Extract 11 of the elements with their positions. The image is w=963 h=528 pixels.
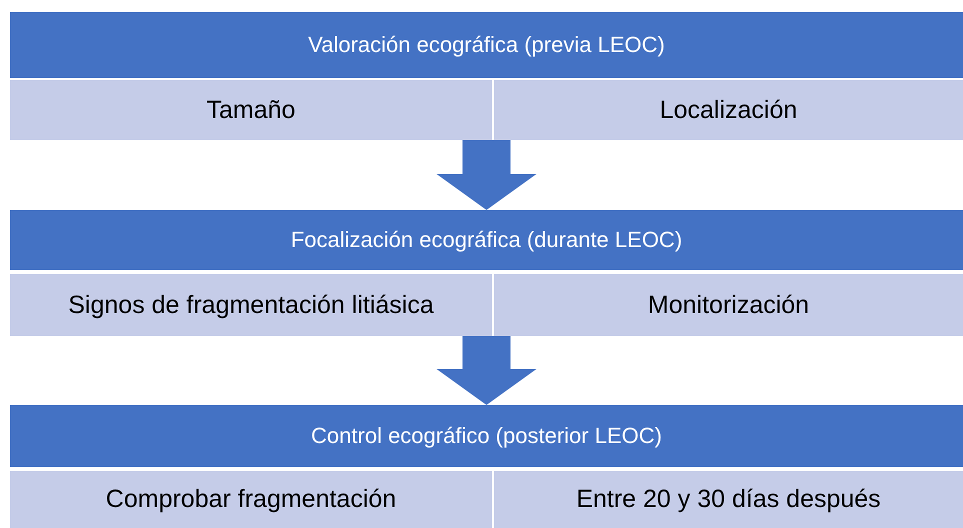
table-cell: Comprobar fragmentación bbox=[10, 471, 492, 528]
table-cell: Entre 20 y 30 días después bbox=[494, 471, 963, 528]
arrow bbox=[436, 140, 536, 210]
table-cell: Localización bbox=[494, 80, 963, 140]
section-header: Valoración ecográfica (previa LEOC) bbox=[10, 12, 963, 78]
table-cell: Monitorización bbox=[494, 274, 963, 336]
table-cell: Tamaño bbox=[10, 80, 492, 140]
table-cell: Signos de fragmentación litiásica bbox=[10, 274, 492, 336]
arrow bbox=[436, 336, 536, 405]
section-header: Control ecográfico (posterior LEOC) bbox=[10, 405, 963, 467]
section-header: Focalización ecográfica (durante LEOC) bbox=[10, 210, 963, 270]
